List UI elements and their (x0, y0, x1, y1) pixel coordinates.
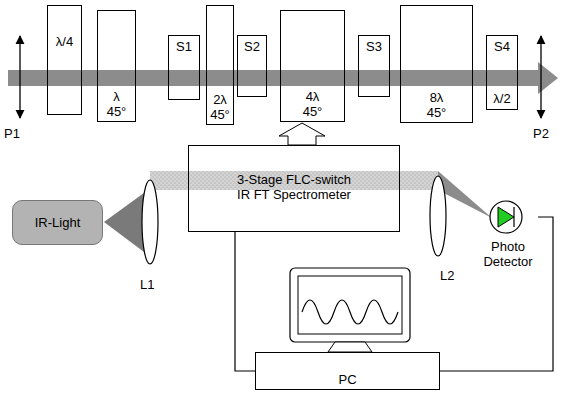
monitor-stand (328, 342, 372, 352)
component-label: PC (338, 372, 356, 387)
hollow-arrow (279, 123, 325, 145)
component-label: 45° (303, 104, 323, 119)
component-label: IR FT Spectrometer (237, 187, 351, 202)
photodiode-symbol (478, 195, 538, 239)
retarder-plate: 4λ45° (280, 10, 345, 122)
flc-switch: S1 (168, 35, 200, 100)
flc-switch: S3 (358, 35, 390, 97)
flc-switch: S4 λ/2 (486, 35, 518, 110)
component-label: 45° (427, 105, 447, 120)
component-label: S4 (494, 39, 510, 54)
component-label: Photo Detector (478, 239, 538, 269)
light-source: IR-Light (12, 200, 103, 245)
component-label: S3 (366, 39, 382, 54)
monitor-screen (298, 276, 402, 334)
diverging-beam (104, 190, 148, 255)
component-label: λ/4 (56, 34, 73, 49)
component-label: λ (113, 89, 120, 104)
component-label: λ/2 (493, 91, 510, 106)
component-label: S2 (244, 39, 260, 54)
signal-wire (440, 217, 553, 371)
lens-label: L1 (140, 277, 154, 292)
polarizer-arrow (540, 36, 541, 118)
lens-label: L2 (440, 268, 454, 283)
retarder-plate: 2λ45° (206, 5, 234, 125)
spectrometer-box: 3-Stage FLC-switchIR FT Spectrometer (188, 145, 400, 232)
retarder-plate: λ/4 (47, 5, 82, 115)
component-label: 45° (210, 107, 230, 122)
computer-base: PC (255, 352, 440, 390)
signal-wire (235, 232, 255, 371)
component-label: 45° (107, 104, 127, 119)
light-beam (8, 70, 538, 86)
photo-detector: Photo Detector (478, 195, 538, 269)
diode-bar (513, 207, 514, 227)
detector-circle (490, 201, 522, 233)
flc-switch: S2 (237, 35, 267, 97)
component-label: IR-Light (35, 215, 81, 230)
polarizer-label: P1 (4, 126, 20, 141)
retarder-plate: λ45° (97, 10, 136, 122)
monitor (290, 268, 410, 342)
component-label: 4λ (306, 89, 320, 104)
component-label: S1 (176, 39, 192, 54)
component-label: 8λ (430, 90, 444, 105)
retarder-plate: 8λ45° (400, 5, 473, 123)
lens (142, 180, 158, 264)
polarizer-arrow (19, 36, 20, 118)
diode-triangle (498, 207, 514, 227)
component-label: 2λ (213, 92, 227, 107)
component-label: 3-Stage FLC-switch (237, 172, 351, 187)
screen-wave (302, 300, 398, 324)
lens (430, 176, 446, 256)
polarizer-label: P2 (533, 126, 549, 141)
